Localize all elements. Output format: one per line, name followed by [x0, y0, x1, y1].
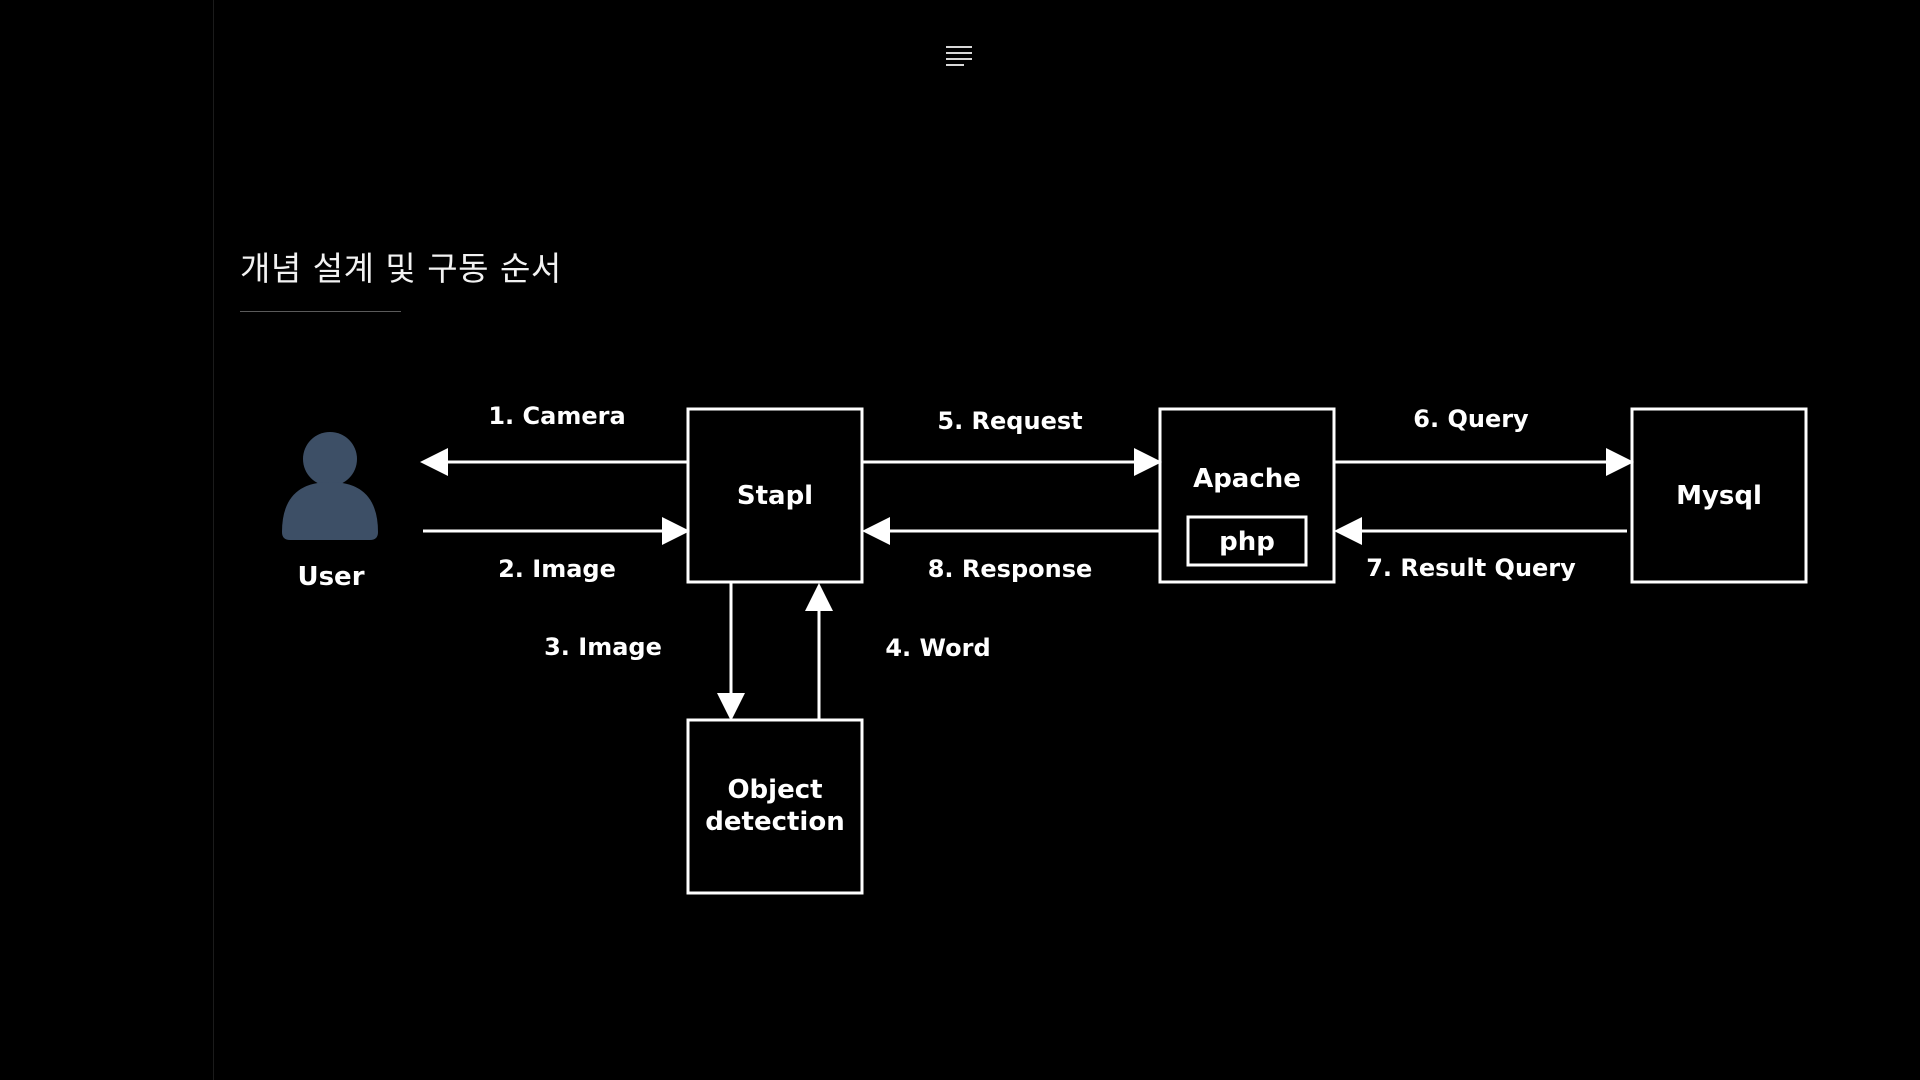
image-to-detection-arrowhead [717, 693, 745, 721]
result-query-edge-label: 7. Result Query [1366, 554, 1576, 582]
word-edge-label: 4. Word [885, 634, 990, 662]
word-arrowhead [805, 583, 833, 611]
camera-arrowhead [420, 448, 448, 476]
object-detection-box [686, 718, 864, 895]
left-divider [213, 0, 214, 1080]
response-edge-label: 8. Response [928, 555, 1093, 583]
object-detection-label-line2: detection [705, 807, 844, 837]
response-arrowhead [862, 517, 890, 545]
apache-label: Apache [1193, 464, 1301, 494]
user-icon [282, 432, 378, 540]
camera-edge-label: 1. Camera [488, 402, 625, 430]
mysql-label: Mysql [1676, 481, 1762, 511]
apache-box [1158, 407, 1336, 584]
query-edge-label: 6. Query [1413, 405, 1529, 433]
php-box [1186, 515, 1308, 567]
image-to-detection-edge-label: 3. Image [544, 633, 662, 661]
image-to-stapl-arrowhead [662, 517, 690, 545]
stapl-label: Stapl [737, 481, 813, 511]
mysql-box [1630, 407, 1808, 584]
user-label: User [297, 562, 364, 592]
object-detection-label-line1: Object [727, 775, 822, 805]
stapl-box [686, 407, 864, 584]
hamburger-menu-icon[interactable] [946, 46, 974, 70]
request-edge-label: 5. Request [937, 407, 1082, 435]
image-to-stapl-edge-label: 2. Image [498, 555, 616, 583]
title-underline [240, 311, 401, 312]
result-query-arrowhead [1334, 517, 1362, 545]
query-arrowhead [1606, 448, 1634, 476]
request-arrowhead [1134, 448, 1162, 476]
php-label: php [1219, 527, 1275, 557]
page-title: 개념 설계 및 구동 순서 [240, 249, 562, 288]
